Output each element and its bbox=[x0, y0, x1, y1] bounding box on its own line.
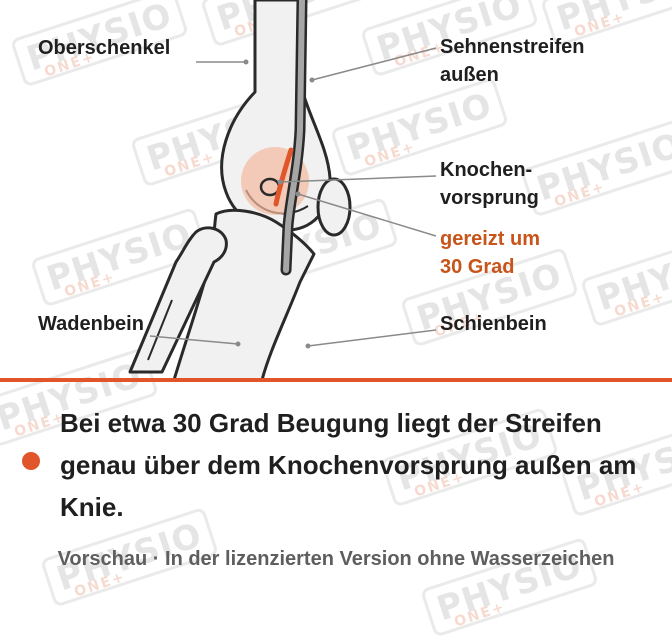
patella bbox=[316, 177, 352, 237]
knee-illustration bbox=[128, 0, 437, 380]
caption-bullet-dot bbox=[22, 452, 40, 470]
caption-text: Bei etwa 30 Grad Beugung liegt der Strei… bbox=[60, 408, 637, 522]
leader-dots bbox=[235, 59, 315, 349]
label-fibula: Wadenbein bbox=[38, 313, 144, 335]
label-bony-bump: Knochen- vorsprung bbox=[440, 159, 539, 209]
label-outer-band: Sehnenstreifen außen bbox=[440, 36, 585, 86]
leader-lines bbox=[149, 47, 437, 347]
preview-notice: Vorschau · In der lizenzierten Version o… bbox=[57, 548, 615, 570]
section-divider bbox=[0, 378, 672, 382]
label-tibia: Schienbein bbox=[440, 313, 547, 335]
label-irritated: gereizt um 30 Grad bbox=[440, 228, 541, 278]
label-thigh: Oberschenkel bbox=[38, 37, 171, 59]
irritated-band-segment bbox=[273, 147, 294, 207]
